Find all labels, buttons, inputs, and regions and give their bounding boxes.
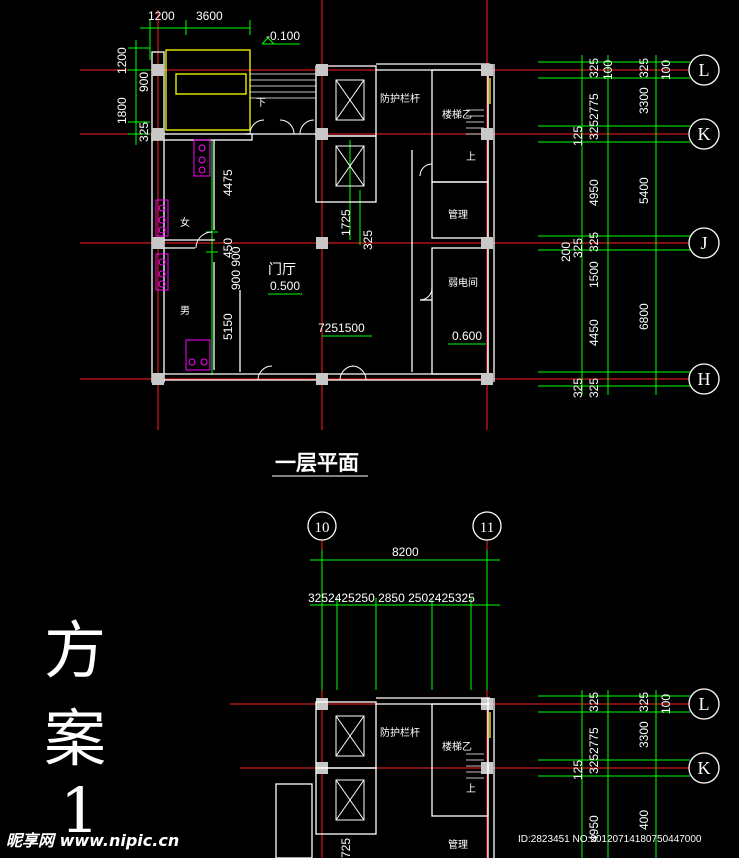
scheme-char-3: 1 bbox=[60, 774, 99, 847]
bottom-dim-r-4950: 4950 bbox=[587, 815, 601, 842]
dim-450: 450 bbox=[221, 238, 235, 258]
dim-r-325-a: 325 bbox=[587, 58, 601, 78]
dim-r-125: 125 bbox=[571, 126, 585, 146]
room-female: 女 bbox=[180, 216, 190, 229]
axis-label-L-2: L bbox=[699, 694, 710, 714]
dim-1800-left: 1800 bbox=[115, 97, 129, 124]
dim-r2b-100: 100 bbox=[601, 60, 615, 80]
bottom-room-stair: 楼梯乙 bbox=[442, 740, 472, 753]
scheme-char-2: 案 bbox=[44, 702, 106, 775]
bottom-dim-r2-3300: 3300 bbox=[637, 721, 651, 748]
axis-bubbles bbox=[307, 54, 720, 784]
room-hall: 门厅 bbox=[268, 262, 296, 278]
axis-label-11: 11 bbox=[480, 520, 494, 536]
axis-label-J: J bbox=[700, 233, 707, 253]
dimension-lines bbox=[128, 20, 690, 858]
dim-r-325-c: 325 bbox=[587, 232, 601, 252]
stairs bbox=[165, 49, 491, 131]
bottom-dim-8200: 8200 bbox=[392, 545, 419, 559]
dim-900-900: 900 900 bbox=[229, 246, 243, 290]
dim-r-1500: 1500 bbox=[587, 261, 601, 288]
axis-label-L: L bbox=[699, 60, 710, 80]
scheme-char-1: 方 bbox=[44, 614, 106, 687]
room-shaft: 防护栏杆 bbox=[380, 92, 420, 105]
bottom-dim-sub: 3252425250 2850 2502425325 bbox=[308, 591, 475, 605]
bottom-room-shaft: 防护栏杆 bbox=[380, 726, 420, 739]
structural-columns bbox=[152, 64, 493, 774]
bottom-dim-725: 725 bbox=[339, 838, 353, 858]
room-elec: 弱电间 bbox=[448, 276, 478, 289]
dim-r-325-b: 325 bbox=[587, 120, 601, 140]
dim-r-325-d: 325 bbox=[571, 238, 585, 258]
room-male: 男 bbox=[180, 305, 190, 317]
room-stair: 楼梯乙 bbox=[442, 108, 472, 121]
watermark-site: 昵享网 www.nipic.cn bbox=[6, 831, 179, 850]
level-elec: 0.600 bbox=[452, 329, 482, 343]
dim-r-200: 200 bbox=[559, 242, 573, 262]
bottom-dim-r-325-b: 325 bbox=[587, 754, 601, 774]
elevator-shaft-icons bbox=[335, 79, 365, 821]
dim-900-left: 900 bbox=[137, 72, 151, 92]
door-swings bbox=[195, 119, 433, 381]
dim-1200-top: 1200 bbox=[148, 9, 175, 23]
dim-r-2775: 2775 bbox=[587, 93, 601, 120]
dim-r-325-f: 325 bbox=[587, 378, 601, 398]
axis-label-H: H bbox=[698, 369, 711, 389]
bottom-room-mgmt: 管理 bbox=[448, 838, 468, 851]
label-up: 上 bbox=[466, 151, 476, 163]
level-hall: 0.500 bbox=[270, 279, 300, 293]
drawing-title: 一层平面 bbox=[275, 451, 359, 475]
dim-r2b-325: 325 bbox=[637, 58, 651, 78]
bottom-dim-r2-400: 400 bbox=[637, 810, 651, 830]
bottom-dim-r-125: 125 bbox=[571, 760, 585, 780]
dim-1200-left: 1200 bbox=[115, 47, 129, 74]
dim-325-inner: 325 bbox=[361, 230, 375, 250]
bottom-dim-r2-100: 100 bbox=[659, 694, 673, 714]
room-mgmt: 管理 bbox=[448, 208, 468, 221]
dim-325-left: 325 bbox=[137, 122, 151, 142]
dim-4475: 4475 bbox=[221, 169, 235, 196]
sanitary-fixtures bbox=[155, 139, 211, 371]
dim-5150: 5150 bbox=[221, 313, 235, 340]
bottom-dim-r2-325: 325 bbox=[637, 692, 651, 712]
bottom-dim-r-325-a: 325 bbox=[587, 692, 601, 712]
bottom-label-up: 上 bbox=[466, 783, 476, 795]
bottom-plan-walls bbox=[275, 697, 495, 858]
level-minus-0100: -0.100 bbox=[266, 29, 300, 43]
axis-label-K-2: K bbox=[698, 758, 711, 778]
dim-r2-5400: 5400 bbox=[637, 177, 651, 204]
dim-r2-6800: 6800 bbox=[637, 303, 651, 330]
dim-725-1500: 7251500 bbox=[318, 321, 365, 335]
dim-r2-100: 100 bbox=[659, 60, 673, 80]
watermark-id: ID:2823451 NO:20120714180750447000 bbox=[518, 834, 702, 845]
dim-r2-3300: 3300 bbox=[637, 87, 651, 114]
dim-r-325-e: 325 bbox=[571, 378, 585, 398]
label-down: 下 bbox=[256, 98, 266, 109]
dim-r-4950: 4950 bbox=[587, 179, 601, 206]
axis-label-K: K bbox=[698, 124, 711, 144]
axis-label-10: 10 bbox=[315, 520, 330, 536]
dim-3600-top: 3600 bbox=[196, 9, 223, 23]
dim-1725: 1725 bbox=[339, 209, 353, 236]
stair-treads bbox=[250, 73, 484, 779]
dim-r-4450: 4450 bbox=[587, 319, 601, 346]
bottom-dim-r-2775: 2775 bbox=[587, 727, 601, 754]
